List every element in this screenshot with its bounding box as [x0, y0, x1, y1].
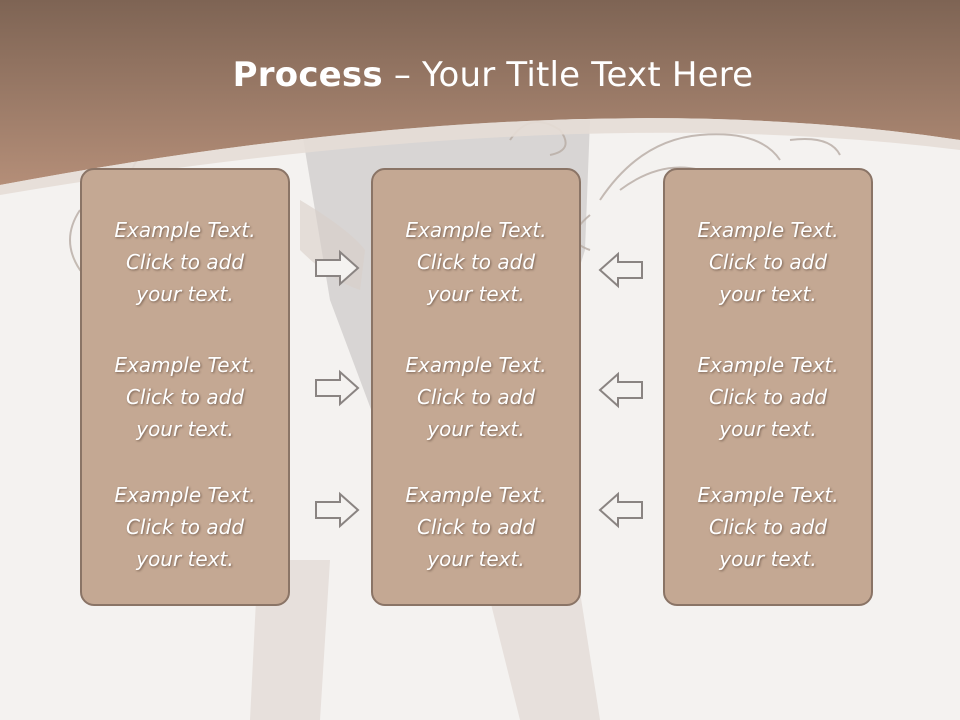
text-line: Click to add: [708, 385, 828, 409]
title-dash: –: [382, 55, 423, 95]
text-line: your text.: [136, 547, 234, 571]
slide-title[interactable]: Process – Your Title Text Here: [0, 52, 960, 98]
text-line: Click to add: [416, 250, 536, 274]
right-arrow-icon: [312, 494, 362, 528]
text-line: your text.: [136, 417, 234, 441]
text-block[interactable]: Example Text. Click to add your text.: [373, 214, 579, 310]
text-line: Example Text.: [114, 353, 256, 377]
text-block[interactable]: Example Text. Click to add your text.: [665, 214, 871, 310]
left-arrow-icon: [596, 494, 646, 528]
text-line: your text.: [719, 417, 817, 441]
text-line: your text.: [427, 547, 525, 571]
text-line: Example Text.: [697, 483, 839, 507]
text-line: Click to add: [416, 385, 536, 409]
text-block[interactable]: Example Text. Click to add your text.: [665, 349, 871, 445]
text-line: your text.: [427, 417, 525, 441]
text-line: Example Text.: [114, 483, 256, 507]
process-panel-middle[interactable]: Example Text. Click to add your text. Ex…: [371, 168, 581, 606]
right-arrow-icon: [312, 372, 362, 406]
text-line: Click to add: [708, 250, 828, 274]
text-block[interactable]: Example Text. Click to add your text.: [665, 479, 871, 575]
text-block[interactable]: Example Text. Click to add your text.: [373, 349, 579, 445]
text-line: Click to add: [125, 250, 245, 274]
text-block[interactable]: Example Text. Click to add your text.: [373, 479, 579, 575]
text-line: Example Text.: [697, 218, 839, 242]
title-bold: Process: [232, 55, 383, 95]
text-block[interactable]: Example Text. Click to add your text.: [82, 479, 288, 575]
text-line: Example Text.: [405, 353, 547, 377]
text-line: your text.: [136, 282, 234, 306]
text-line: Click to add: [416, 515, 536, 539]
text-line: Example Text.: [697, 353, 839, 377]
left-arrow-icon: [596, 374, 646, 408]
text-line: your text.: [719, 547, 817, 571]
header-band: [0, 0, 960, 185]
process-panel-left[interactable]: Example Text. Click to add your text. Ex…: [80, 168, 290, 606]
text-line: Example Text.: [114, 218, 256, 242]
text-line: your text.: [427, 282, 525, 306]
process-panel-right[interactable]: Example Text. Click to add your text. Ex…: [663, 168, 873, 606]
right-arrow-icon: [312, 252, 362, 286]
text-line: Click to add: [125, 515, 245, 539]
text-line: Click to add: [708, 515, 828, 539]
text-line: Example Text.: [405, 218, 547, 242]
left-arrow-icon: [596, 254, 646, 288]
text-line: Click to add: [125, 385, 245, 409]
title-rest: Your Title Text Here: [422, 55, 754, 95]
text-block[interactable]: Example Text. Click to add your text.: [82, 214, 288, 310]
text-line: your text.: [719, 282, 817, 306]
text-line: Example Text.: [405, 483, 547, 507]
text-block[interactable]: Example Text. Click to add your text.: [82, 349, 288, 445]
